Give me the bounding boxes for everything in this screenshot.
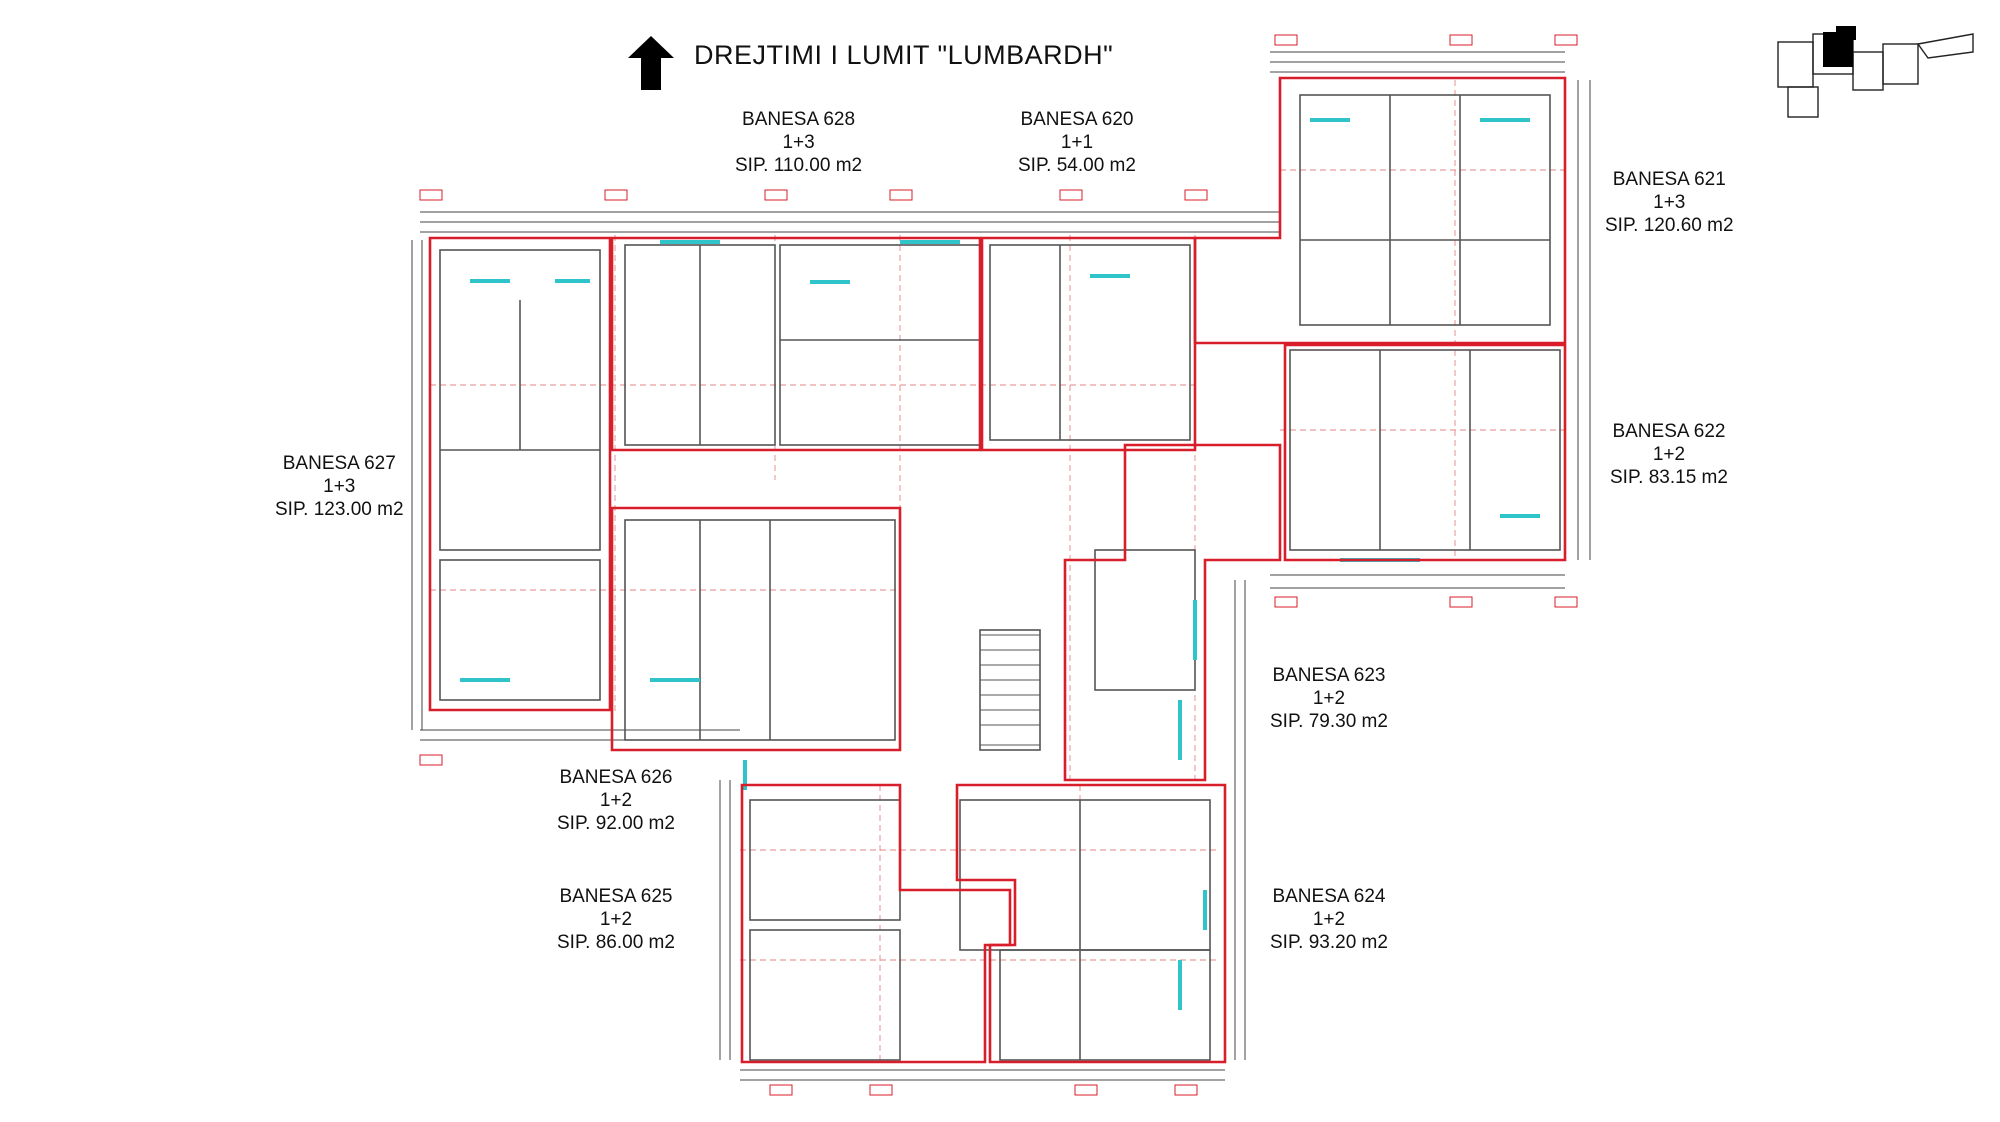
key-plan-icon xyxy=(1777,26,1974,118)
direction-title: DREJTIMI I LUMIT "LUMBARDH" xyxy=(694,40,1114,70)
north-arrow-icon xyxy=(628,36,674,90)
